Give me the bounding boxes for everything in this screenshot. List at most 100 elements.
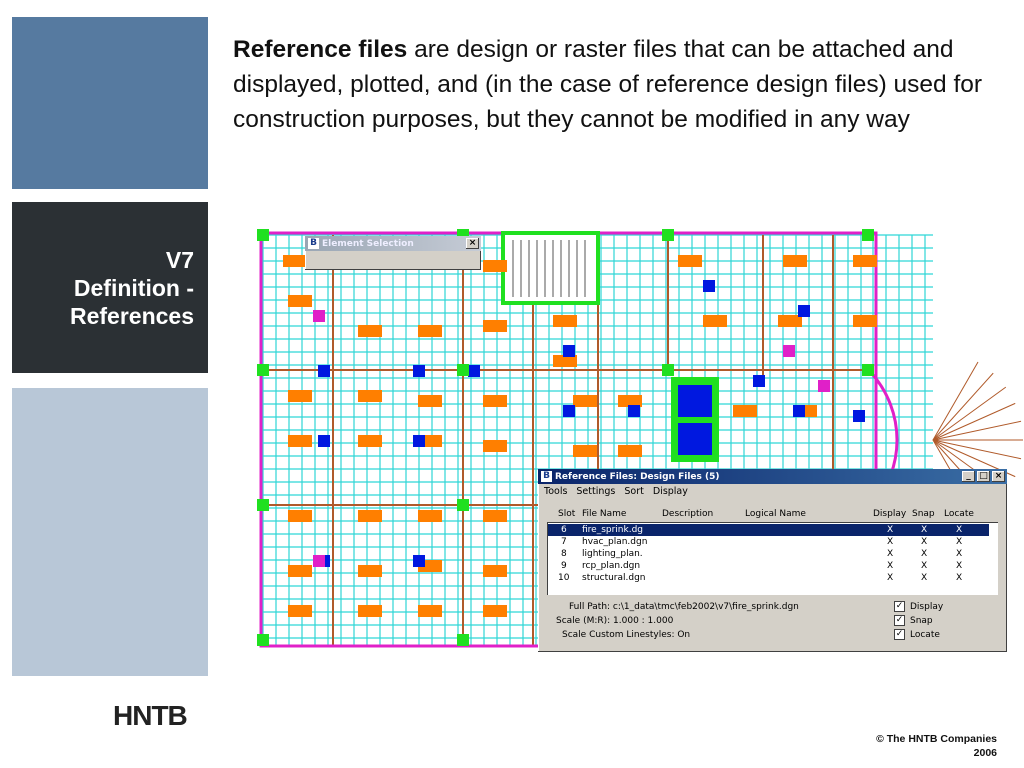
reference-file-row[interactable]: 9 rcp_plan.dgn X X X	[548, 560, 989, 572]
reference-file-row[interactable]: 7 hvac_plan.dgn X X X	[548, 536, 989, 548]
display-cell: X	[887, 537, 894, 547]
reference-file-row[interactable]: 8 lighting_plan. X X X	[548, 548, 989, 560]
scale-text: Scale (M:R): 1.000 : 1.000	[556, 616, 674, 626]
reference-file-list[interactable]: 6 fire_sprink.dg X X X 7 hvac_plan.dgn X…	[547, 522, 998, 595]
light-fixture	[288, 565, 312, 577]
element-selection-title: Element Selection	[322, 238, 414, 249]
close-button[interactable]: ×	[992, 471, 1005, 482]
menu-bar: Tools Settings Sort Display	[538, 484, 1007, 498]
menu-settings[interactable]: Settings	[576, 485, 616, 497]
menu-display[interactable]: Display	[652, 485, 688, 497]
light-fixture	[783, 255, 807, 267]
diffuser	[853, 410, 865, 422]
column-header-file-name[interactable]: File Name	[582, 509, 627, 519]
column-marker	[862, 364, 874, 376]
snap-cell: X	[921, 561, 928, 571]
light-fixture	[553, 355, 577, 367]
column-header-locate[interactable]: Locate	[944, 509, 974, 519]
light-fixture	[288, 295, 312, 307]
locate-checkbox[interactable]: ✓	[894, 629, 905, 640]
light-fixture	[573, 395, 597, 407]
column-marker	[257, 229, 269, 241]
file-name-cell: rcp_plan.dgn	[582, 561, 641, 571]
light-fixture	[573, 445, 597, 457]
reference-files-window[interactable]: B Reference Files: Design Files (5) _ □ …	[538, 469, 1007, 652]
reference-file-row[interactable]: 10 structural.dgn X X X	[548, 572, 989, 584]
slot-cell: 8	[561, 549, 567, 559]
snap-cell: X	[921, 537, 928, 547]
light-fixture	[553, 315, 577, 327]
reference-files-titlebar[interactable]: B Reference Files: Design Files (5) _ □ …	[538, 469, 1007, 484]
light-fixture	[283, 255, 307, 267]
diffuser	[798, 305, 810, 317]
column-header-description[interactable]: Description	[662, 509, 714, 519]
diffuser	[318, 435, 330, 447]
diffuser	[318, 365, 330, 377]
minimize-button[interactable]: _	[962, 471, 975, 482]
decorative-block-top	[12, 17, 208, 189]
light-fixture	[483, 440, 507, 452]
light-fixture	[418, 605, 442, 617]
locate-cell: X	[956, 573, 963, 583]
slide-title-line: Definition -	[73, 275, 194, 301]
element-selection-titlebar[interactable]: B Element Selection ×	[305, 236, 481, 251]
radial-tread	[932, 402, 1016, 441]
snap-cell: X	[921, 549, 928, 559]
diffuser	[753, 375, 765, 387]
locate-cell: X	[956, 537, 963, 547]
fixture-marker	[783, 345, 795, 357]
close-button[interactable]: ×	[466, 238, 479, 249]
column-header-logical-name[interactable]: Logical Name	[745, 509, 806, 519]
column-marker	[257, 634, 269, 646]
light-fixture	[618, 395, 642, 407]
light-fixture	[288, 510, 312, 522]
display-checkbox-label[interactable]: Display	[910, 602, 944, 612]
diffuser	[628, 405, 640, 417]
display-checkbox[interactable]: ✓	[894, 601, 905, 612]
light-fixture	[358, 325, 382, 337]
file-name-cell: structural.dgn	[582, 573, 646, 583]
diffuser	[563, 345, 575, 357]
stair-core	[501, 231, 600, 305]
column-marker	[662, 229, 674, 241]
file-name-cell: hvac_plan.dgn	[582, 537, 648, 547]
copyright-line: 2006	[973, 747, 997, 759]
slide-title-line: V7	[165, 247, 194, 273]
locate-cell: X	[956, 525, 963, 535]
light-fixture	[358, 565, 382, 577]
snap-cell: X	[921, 525, 928, 535]
microstation-logo-icon: B	[541, 471, 552, 482]
light-fixture	[483, 320, 507, 332]
diffuser	[563, 405, 575, 417]
slide-title: V7 Definition - References	[14, 246, 194, 330]
file-name-cell: fire_sprink.dg	[582, 525, 644, 535]
column-header-slot[interactable]: Slot	[558, 509, 576, 519]
column-marker	[457, 364, 469, 376]
column-marker	[257, 364, 269, 376]
display-cell: X	[887, 549, 894, 559]
fixture-marker	[313, 310, 325, 322]
radial-tread	[932, 420, 1022, 441]
reference-file-row[interactable]: 6 fire_sprink.dg X X X	[548, 524, 989, 536]
column-header-snap[interactable]: Snap	[912, 509, 935, 519]
diffuser	[793, 405, 805, 417]
radial-tread	[932, 361, 979, 441]
column-header-display[interactable]: Display	[873, 509, 907, 519]
column-marker	[862, 229, 874, 241]
element-selection-window[interactable]: B Element Selection ×	[305, 236, 481, 270]
snap-checkbox-label[interactable]: Snap	[910, 616, 933, 626]
light-fixture	[853, 315, 877, 327]
fixture-marker	[818, 380, 830, 392]
locate-checkbox-label[interactable]: Locate	[910, 630, 940, 640]
menu-sort[interactable]: Sort	[624, 485, 644, 497]
maximize-button[interactable]: □	[977, 471, 990, 482]
locate-cell: X	[956, 549, 963, 559]
body-text: Reference files are design or raster fil…	[233, 32, 1018, 137]
display-cell: X	[887, 561, 894, 571]
snap-checkbox[interactable]: ✓	[894, 615, 905, 626]
light-fixture	[703, 315, 727, 327]
linestyles-text: Scale Custom Linestyles: On	[562, 630, 691, 640]
locate-cell: X	[956, 561, 963, 571]
display-cell: X	[887, 525, 894, 535]
menu-tools[interactable]: Tools	[544, 485, 568, 497]
